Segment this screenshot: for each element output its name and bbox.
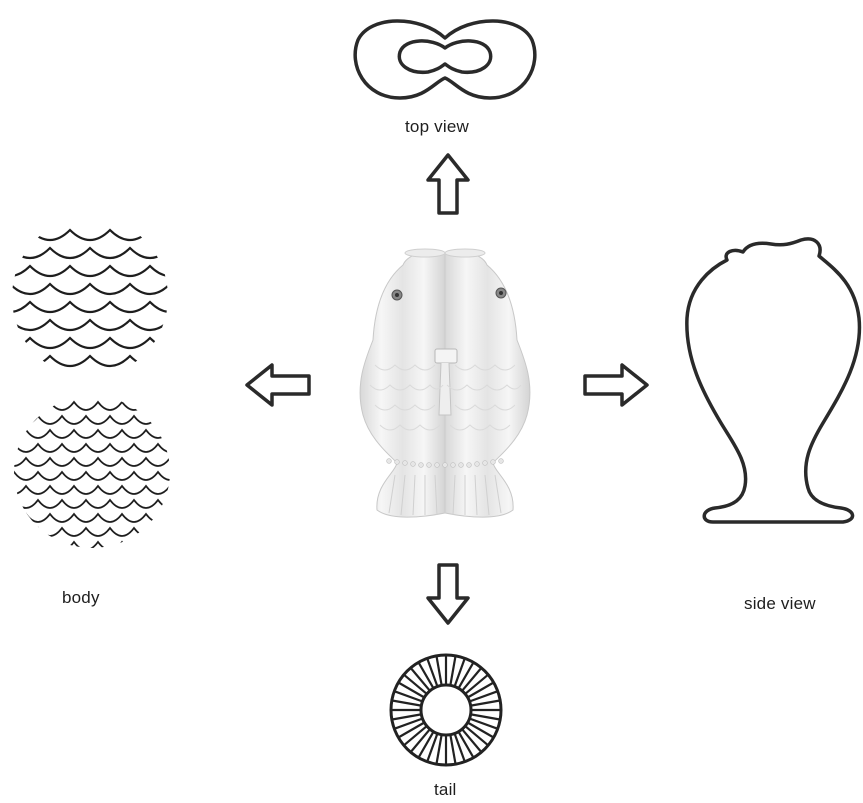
tail-spoke — [405, 675, 426, 693]
tail-spoke — [437, 657, 442, 685]
tail-spoke — [451, 657, 456, 685]
tail-spoke — [451, 736, 456, 764]
body-label: body — [62, 588, 100, 608]
side-view-outline-icon — [683, 238, 861, 528]
arrow-left-icon — [244, 362, 312, 408]
tail-spoke — [463, 669, 481, 690]
scale-pattern-bottom-icon — [12, 396, 172, 548]
arrow-up-icon — [425, 152, 471, 216]
tail-radial-ring-icon — [387, 651, 505, 769]
side-view-label: side view — [744, 594, 816, 614]
top-view-label: top view — [405, 117, 469, 137]
twin-fish-vase-image — [345, 245, 545, 530]
tail-spoke — [466, 675, 487, 693]
tail-spoke — [393, 701, 421, 706]
tail-spoke — [411, 669, 429, 690]
tail-spoke — [466, 727, 487, 745]
tail-spoke — [472, 701, 500, 706]
tail-spoke — [405, 727, 426, 745]
scale-pattern-top-icon — [10, 222, 170, 382]
tail-label: tail — [434, 780, 457, 800]
arrow-down-icon — [425, 562, 471, 626]
tail-spoke — [463, 730, 481, 751]
top-view-outline-icon — [350, 10, 540, 105]
arrow-right-icon — [582, 362, 650, 408]
tail-spoke — [411, 730, 429, 751]
tail-spoke — [437, 736, 442, 764]
tail-spoke — [393, 715, 421, 720]
tail-spoke — [472, 715, 500, 720]
